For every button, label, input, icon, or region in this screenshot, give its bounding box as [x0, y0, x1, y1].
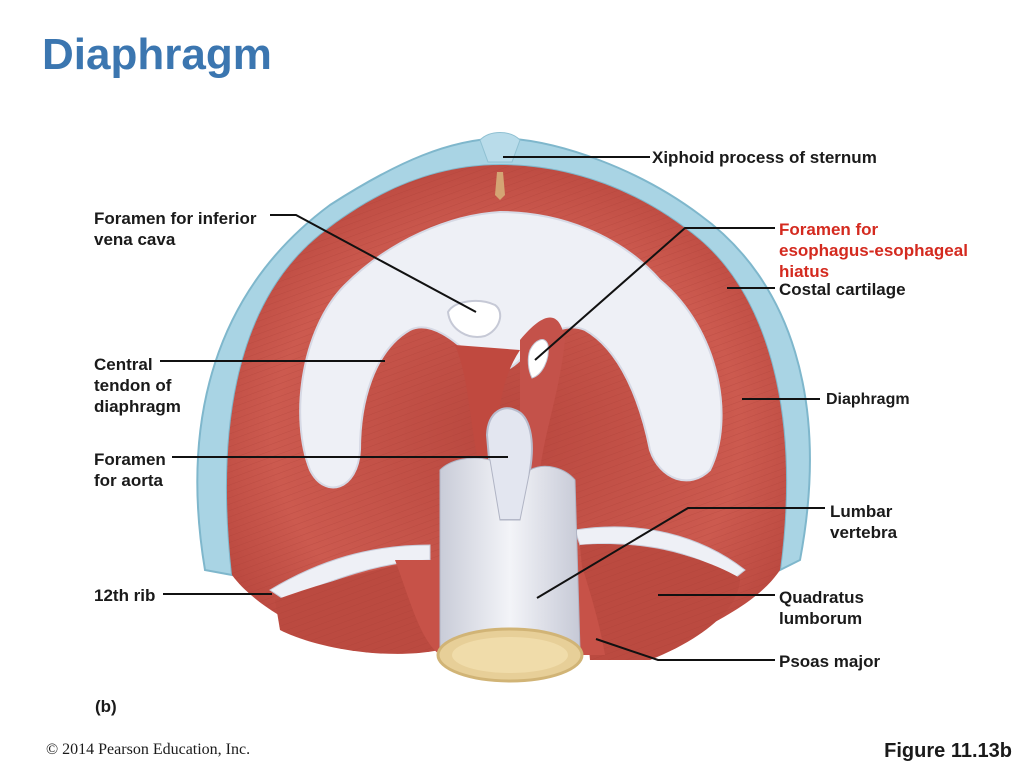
esophageal-hiatus — [527, 339, 549, 379]
leader-lines — [160, 156, 825, 661]
leader-lumbar — [536, 507, 825, 599]
panel-label: (b) — [95, 697, 117, 716]
psoas-major-left — [395, 560, 445, 655]
label-lumbar-vertebra: Lumbar vertebra — [830, 502, 898, 542]
label-diaphragm: Diaphragm — [826, 391, 910, 408]
copyright-notice: © 2014 Pearson Education, Inc. — [46, 741, 251, 758]
page-title: Diaphragm — [42, 30, 272, 79]
label-costal-cartilage: Costal cartilage — [779, 280, 906, 299]
leader-esophagus — [534, 227, 775, 361]
figure-number: Figure 11.13b — [884, 740, 1012, 762]
label-aorta-foramen: Foramen for aorta — [94, 450, 166, 490]
psoas-major-right — [575, 545, 605, 655]
lumbar-vertebra — [439, 457, 581, 651]
label-12th-rib: 12th rib — [94, 586, 156, 605]
right-crus — [455, 345, 520, 470]
leader-psoas — [595, 638, 775, 661]
ivc-foramen — [446, 299, 502, 338]
label-esophageal-hiatus: Foramen for esophagus-esophageal hiatus — [779, 220, 968, 281]
xiphoid-process — [479, 132, 521, 163]
leader-ivc — [270, 214, 477, 313]
label-quadratus-lumborum: Quadratus lumborum — [779, 588, 865, 628]
label-xiphoid-process: Xiphoid process of sternum — [652, 148, 877, 167]
label-psoas-major: Psoas major — [779, 652, 881, 671]
label-ivc-foramen: Foramen for inferior vena cava — [94, 209, 257, 249]
label-central-tendon: Central tendon of diaphragm — [94, 355, 181, 416]
